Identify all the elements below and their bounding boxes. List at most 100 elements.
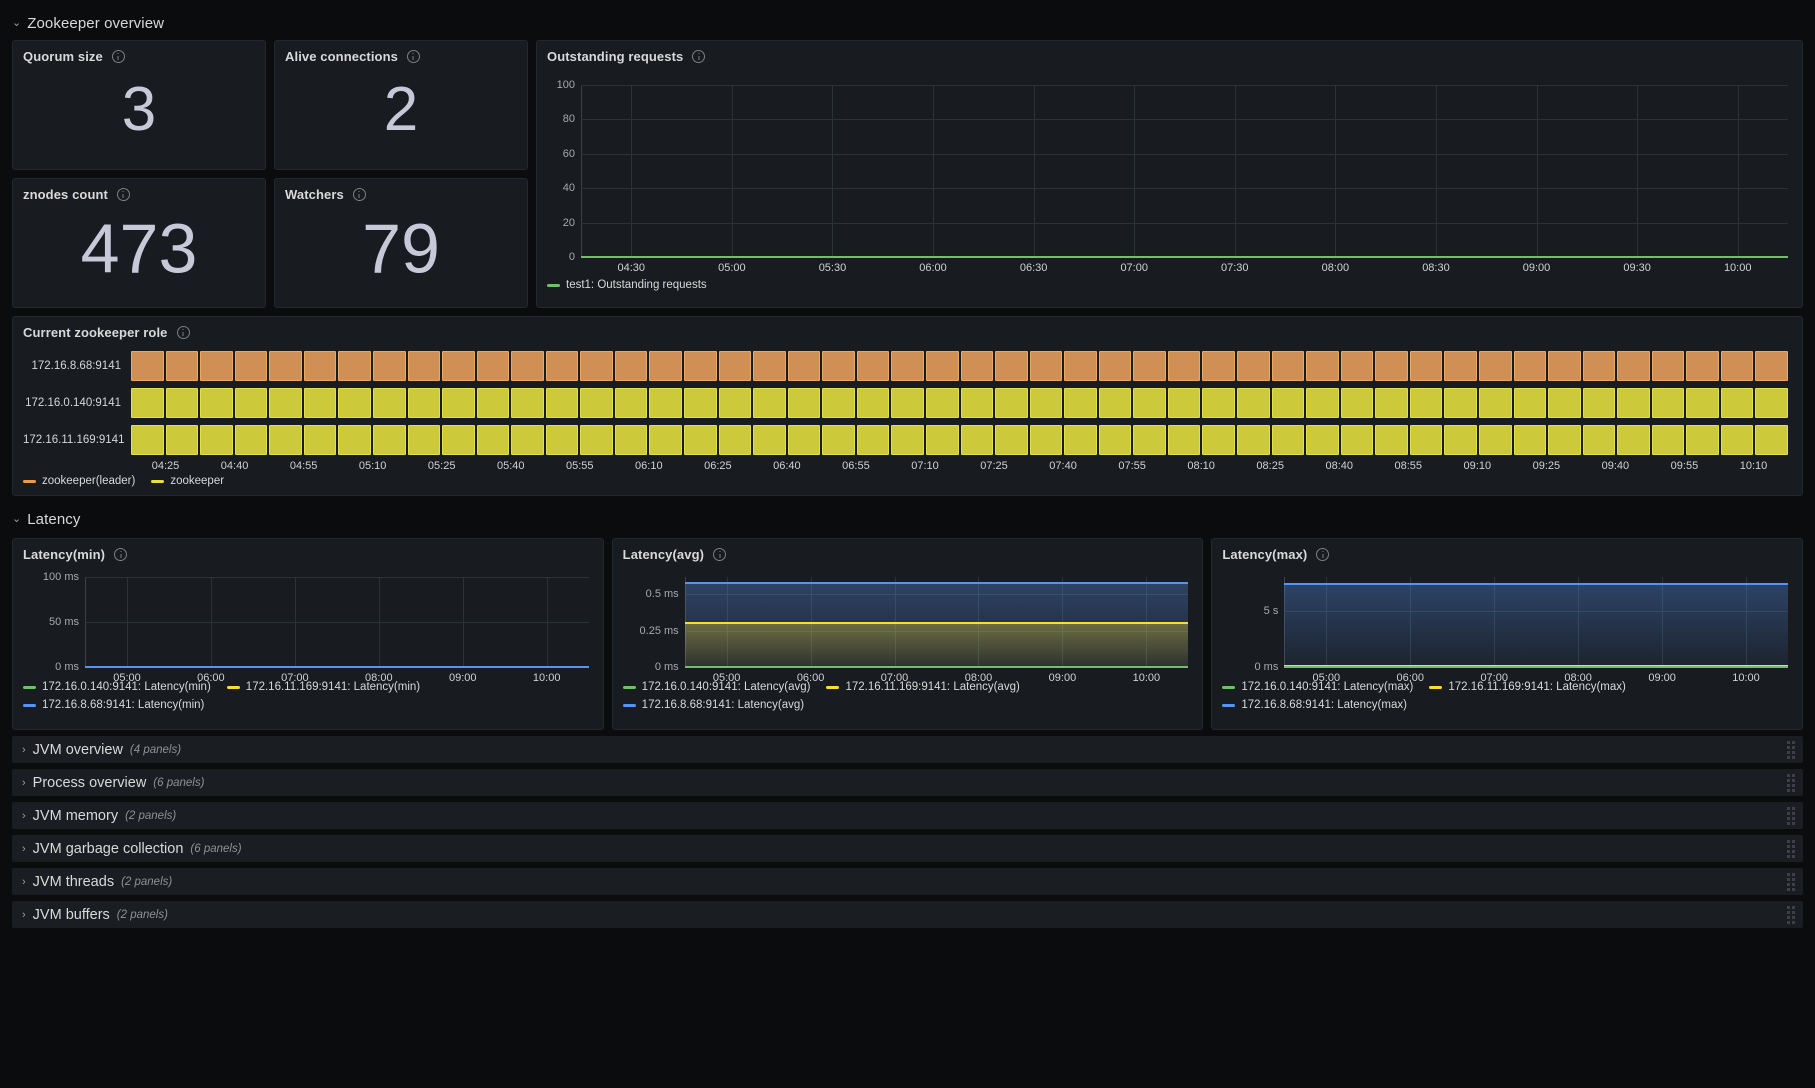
info-icon[interactable] bbox=[111, 50, 125, 63]
timeline-cell[interactable] bbox=[995, 388, 1028, 418]
collapsed-row[interactable]: ›JVM overview(4 panels) bbox=[12, 736, 1803, 763]
timeline-cell[interactable] bbox=[1133, 388, 1166, 418]
legend-item[interactable]: 172.16.0.140:9141: Latency(min) bbox=[23, 681, 211, 693]
legend-item[interactable]: 172.16.0.140:9141: Latency(avg) bbox=[622, 681, 810, 693]
timeline-cell[interactable] bbox=[476, 388, 510, 418]
timeline-cell[interactable] bbox=[545, 425, 579, 455]
timeline-cell[interactable] bbox=[338, 388, 371, 418]
timeline-cell[interactable] bbox=[442, 388, 475, 418]
collapsed-row[interactable]: ›JVM garbage collection(6 panels) bbox=[12, 835, 1803, 862]
drag-handle-icon[interactable] bbox=[1787, 740, 1795, 759]
timeline-cell[interactable] bbox=[891, 425, 924, 455]
timeline-cell[interactable] bbox=[1478, 388, 1512, 418]
timeline-cell[interactable] bbox=[995, 425, 1028, 455]
timeline-cell[interactable] bbox=[1444, 351, 1477, 381]
timeline-cell[interactable] bbox=[753, 351, 786, 381]
timeline-cell[interactable] bbox=[822, 425, 855, 455]
timeline-cell[interactable] bbox=[200, 388, 233, 418]
timeline-cell[interactable] bbox=[753, 388, 786, 418]
legend-item[interactable]: 172.16.11.169:9141: Latency(avg) bbox=[826, 681, 1020, 693]
timeline-cell[interactable] bbox=[891, 351, 924, 381]
timeline-cell[interactable] bbox=[165, 425, 199, 455]
legend-item[interactable]: 172.16.11.169:9141: Latency(min) bbox=[226, 681, 420, 693]
timeline-cell[interactable] bbox=[925, 351, 959, 381]
timeline-cell[interactable] bbox=[1271, 425, 1305, 455]
timeline-cell[interactable] bbox=[165, 388, 199, 418]
legend-item[interactable]: 172.16.0.140:9141: Latency(max) bbox=[1222, 681, 1413, 693]
timeline-cell[interactable] bbox=[372, 425, 406, 455]
timeline-cell[interactable] bbox=[1548, 351, 1581, 381]
timeline-cell[interactable] bbox=[1340, 425, 1374, 455]
timeline-cell[interactable] bbox=[338, 425, 371, 455]
timeline-cell[interactable] bbox=[476, 351, 510, 381]
timeline-cell[interactable] bbox=[684, 351, 717, 381]
timeline-cell[interactable] bbox=[234, 351, 268, 381]
timeline-cell[interactable] bbox=[1375, 388, 1408, 418]
timeline-cell[interactable] bbox=[511, 425, 544, 455]
timeline-track[interactable] bbox=[131, 351, 1788, 381]
timeline-cell[interactable] bbox=[1548, 388, 1581, 418]
timeline-cell[interactable] bbox=[1306, 388, 1339, 418]
legend-item[interactable]: 172.16.11.169:9141: Latency(max) bbox=[1429, 681, 1626, 693]
timeline-cell[interactable] bbox=[303, 388, 337, 418]
timeline-cell[interactable] bbox=[1029, 425, 1063, 455]
timeline-cell[interactable] bbox=[131, 425, 164, 455]
timeline-cell[interactable] bbox=[131, 351, 164, 381]
timeline-cell[interactable] bbox=[580, 388, 613, 418]
timeline-cell[interactable] bbox=[649, 388, 682, 418]
timeline-cell[interactable] bbox=[718, 351, 752, 381]
timeline-cell[interactable] bbox=[1755, 425, 1788, 455]
timeline-cell[interactable] bbox=[925, 425, 959, 455]
timeline-cell[interactable] bbox=[1409, 351, 1443, 381]
timeline-cell[interactable] bbox=[1271, 351, 1305, 381]
timeline-cell[interactable] bbox=[1686, 425, 1719, 455]
info-icon[interactable] bbox=[1316, 548, 1330, 561]
drag-handle-icon[interactable] bbox=[1787, 839, 1795, 858]
timeline-cell[interactable] bbox=[1237, 351, 1270, 381]
drag-handle-icon[interactable] bbox=[1787, 773, 1795, 792]
timeline-cell[interactable] bbox=[960, 425, 994, 455]
timeline-cell[interactable] bbox=[1651, 425, 1685, 455]
panel-current-zookeeper-role[interactable]: Current zookeeper role 172.16.8.68:9141 … bbox=[12, 316, 1803, 496]
info-icon[interactable] bbox=[116, 188, 130, 201]
timeline-cell[interactable] bbox=[1098, 351, 1132, 381]
timeline-cell[interactable] bbox=[200, 425, 233, 455]
row-header-latency[interactable]: ⌄ Latency bbox=[12, 506, 1803, 532]
timeline-cell[interactable] bbox=[1098, 388, 1132, 418]
timeline-cell[interactable] bbox=[1513, 351, 1547, 381]
timeline-cell[interactable] bbox=[1029, 351, 1063, 381]
timeline-cell[interactable] bbox=[1478, 351, 1512, 381]
timeline-cell[interactable] bbox=[856, 425, 890, 455]
timeline-cell[interactable] bbox=[684, 388, 717, 418]
timeline-cell[interactable] bbox=[1582, 388, 1616, 418]
timeline-cell[interactable] bbox=[407, 351, 441, 381]
timeline-cell[interactable] bbox=[856, 351, 890, 381]
timeline-cell[interactable] bbox=[1133, 351, 1166, 381]
info-icon[interactable] bbox=[176, 326, 190, 339]
timeline-cell[interactable] bbox=[269, 388, 302, 418]
timeline-cell[interactable] bbox=[649, 351, 682, 381]
timeline-cell[interactable] bbox=[1686, 388, 1719, 418]
legend-item[interactable]: zookeeper(leader) bbox=[23, 475, 135, 487]
timeline-cell[interactable] bbox=[787, 388, 821, 418]
info-icon[interactable] bbox=[692, 50, 706, 63]
panel-alive-connections[interactable]: Alive connections 2 bbox=[274, 40, 528, 170]
drag-handle-icon[interactable] bbox=[1787, 806, 1795, 825]
timeline-cell[interactable] bbox=[580, 425, 613, 455]
timeline-cell[interactable] bbox=[1651, 388, 1685, 418]
timeline-cell[interactable] bbox=[649, 425, 682, 455]
info-icon[interactable] bbox=[114, 548, 128, 561]
timeline-cell[interactable] bbox=[1202, 425, 1235, 455]
timeline-cell[interactable] bbox=[1651, 351, 1685, 381]
info-icon[interactable] bbox=[352, 188, 366, 201]
timeline-cell[interactable] bbox=[787, 351, 821, 381]
timeline-cell[interactable] bbox=[1340, 351, 1374, 381]
timeline-cell[interactable] bbox=[960, 351, 994, 381]
timeline-cell[interactable] bbox=[753, 425, 786, 455]
timeline-cell[interactable] bbox=[1720, 351, 1754, 381]
legend-item[interactable]: 172.16.8.68:9141: Latency(avg) bbox=[622, 699, 1193, 711]
timeline-cell[interactable] bbox=[234, 388, 268, 418]
timeline-cell[interactable] bbox=[1098, 425, 1132, 455]
